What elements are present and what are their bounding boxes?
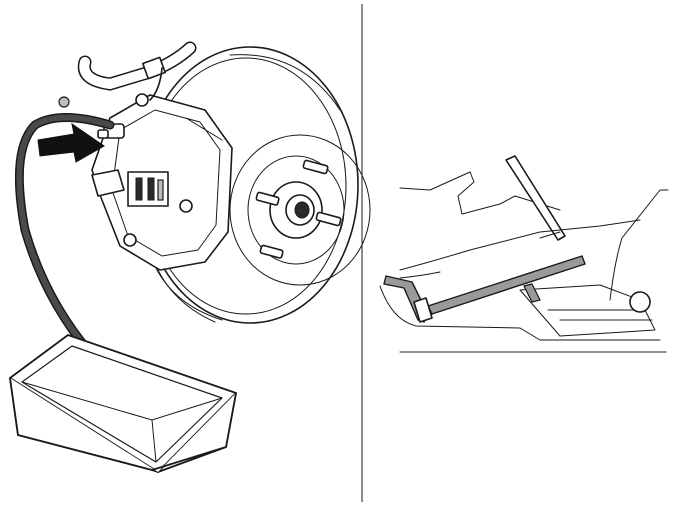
steering-column	[505, 155, 566, 241]
lower-dash-line	[399, 219, 641, 271]
arrow-icon	[37, 122, 105, 163]
bleeding-hose	[14, 113, 115, 397]
left-panel	[9, 41, 371, 473]
brake-pedal	[383, 275, 433, 323]
dashboard-outline	[399, 171, 516, 215]
wheel-stud	[259, 244, 284, 259]
brake-caliper	[91, 93, 233, 271]
seat	[519, 189, 669, 337]
wheel-hub	[255, 159, 342, 259]
brake-line	[77, 41, 197, 101]
wheel-stud	[315, 211, 342, 227]
caliper-bolt	[179, 199, 193, 213]
pedal-depressor-tool	[427, 255, 586, 315]
wheel-stud	[302, 159, 329, 175]
right-panel	[379, 155, 669, 353]
floor-contour	[379, 285, 661, 341]
wheel-stud	[255, 191, 280, 206]
caliper-bolt	[123, 233, 137, 247]
caliper-bolt	[135, 93, 149, 107]
catch-tray	[9, 334, 237, 473]
